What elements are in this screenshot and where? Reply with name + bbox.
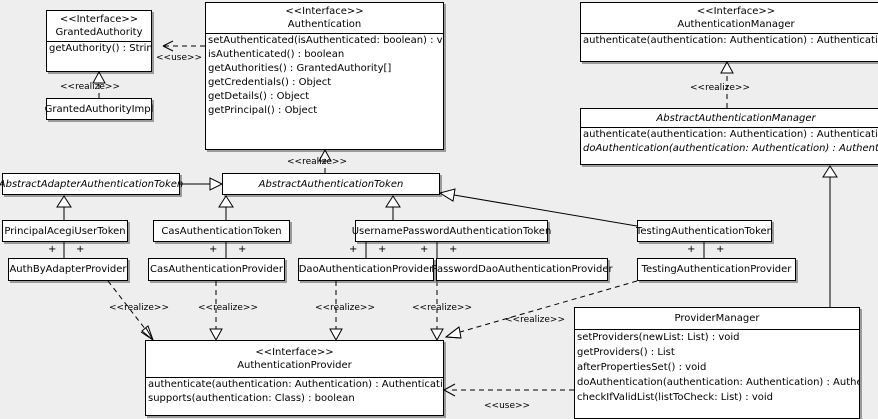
class-abstract-adapter-authentication-token[interactable]: AbstractAdapterAuthenticationToken — [0, 173, 184, 195]
class-granted-authority-impl-name: GrantedAuthorityImpl — [44, 103, 154, 115]
edge-label-realize-passworddaoprovider: <<realize>> — [412, 303, 472, 313]
divider — [146, 377, 443, 378]
edge-upatoken-extends-abstracttoken — [385, 195, 401, 220]
class-granted-authority-impl[interactable]: GrantedAuthorityImpl — [44, 98, 154, 120]
assoc-plus-mark: + — [687, 244, 696, 255]
edge-label-realize-testingprovider: <<realize>> — [505, 315, 565, 325]
class-authentication-stereotype: <<Interface>> — [285, 6, 364, 17]
operation: getProviders() : List — [577, 347, 675, 358]
operation: authenticate(authentication: Authenticat… — [148, 379, 443, 390]
assoc-plus-mark: + — [449, 244, 458, 255]
class-authentication-manager-name: AuthenticationManager — [677, 19, 795, 30]
class-granted-authority[interactable]: <<Interface>> GrantedAuthority getAuthor… — [46, 10, 152, 72]
class-abstract-authentication-manager-name: AbstractAuthenticationManager — [656, 113, 816, 124]
edge-providermanager-uses-authenticationprovider — [443, 383, 574, 397]
divider — [581, 127, 878, 128]
class-auth-by-adapter-provider-name: AuthByAdapterProvider — [9, 264, 127, 275]
class-authentication-provider-operations: authenticate(authentication: Authenticat… — [146, 378, 443, 406]
edge-label-realize-grantedauthority: <<realize>> — [60, 82, 120, 92]
edge-label-realize-daoprovider: <<realize>> — [315, 303, 375, 313]
class-abstract-authentication-manager-operations: authenticate(authentication: Authenticat… — [581, 128, 878, 156]
class-testing-authentication-provider-name: TestingAuthenticationProvider — [641, 264, 792, 275]
assoc-plus-mark: + — [48, 244, 57, 255]
class-authentication[interactable]: <<Interface>> Authentication setAuthenti… — [205, 2, 444, 150]
assoc-plus-mark: + — [238, 244, 247, 255]
class-testing-authentication-provider[interactable]: TestingAuthenticationProvider — [637, 258, 796, 281]
class-authentication-provider[interactable]: <<Interface>> AuthenticationProvider aut… — [145, 340, 444, 416]
class-cas-authentication-provider[interactable]: CasAuthenticationProvider — [148, 258, 285, 281]
class-authentication-provider-stereotype: <<Interface>> — [255, 347, 334, 358]
class-username-password-authentication-token-name: UsernamePasswordAuthenticationToken — [351, 225, 552, 237]
class-authentication-name: Authentication — [287, 19, 362, 30]
assoc-plus-mark: + — [378, 244, 387, 255]
operation: setProviders(newList: List) : void — [577, 332, 740, 343]
class-authentication-provider-name: AuthenticationProvider — [237, 360, 352, 371]
class-dao-authentication-provider[interactable]: DaoAuthenticationProvider — [298, 258, 434, 281]
operation: authenticate(authentication: Authenticat… — [583, 129, 878, 140]
class-cas-authentication-provider-name: CasAuthenticationProvider — [150, 264, 283, 275]
class-cas-authentication-token[interactable]: CasAuthenticationToken — [153, 220, 290, 242]
class-username-password-authentication-token[interactable]: UsernamePasswordAuthenticationToken — [351, 220, 552, 242]
divider — [47, 41, 151, 42]
edge-label-realize-authentication: <<realize>> — [287, 157, 347, 167]
class-provider-manager[interactable]: ProviderManager setProviders(newList: Li… — [574, 307, 860, 419]
operation: getAuthorities() : GrantedAuthority[] — [208, 63, 392, 74]
edge-label-realize-casprovider: <<realize>> — [198, 303, 258, 313]
class-testing-authentication-token-name: TestingAuthenticationToken — [635, 225, 774, 237]
class-password-dao-authentication-provider[interactable]: PasswordDaoAuthenticationProvider — [431, 258, 613, 281]
operation: authenticate(authentication: Authenticat… — [583, 35, 878, 46]
class-provider-manager-operations: setProviders(newList: List) : void getPr… — [575, 330, 859, 405]
class-authentication-operations: setAuthenticated(isAuthenticated: boolea… — [206, 34, 443, 118]
class-principal-acegi-user-token[interactable]: PrincipalAcegiUserToken — [2, 220, 128, 242]
edge-adaptertoken-extends-abstracttoken — [180, 177, 224, 191]
assoc-plus-mark: + — [349, 244, 358, 255]
class-abstract-authentication-manager[interactable]: AbstractAuthenticationManager authentica… — [580, 108, 878, 165]
operation: afterPropertiesSet() : void — [577, 362, 707, 373]
assoc-plus-mark: + — [420, 244, 429, 255]
divider — [575, 329, 859, 330]
operation: supports(authentication: Class) : boolea… — [148, 393, 355, 404]
class-granted-authority-name: GrantedAuthority — [55, 27, 143, 38]
edge-label-realize-authbyadapter: <<realize>> — [109, 303, 169, 313]
divider — [206, 33, 443, 34]
class-dao-authentication-provider-name: DaoAuthenticationProvider — [298, 264, 434, 275]
operation: getDetails() : Object — [208, 91, 310, 102]
edge-castoken-extends-abstracttoken — [218, 195, 234, 220]
class-testing-authentication-token[interactable]: TestingAuthenticationToken — [635, 220, 774, 242]
operation: getPrincipal() : Object — [208, 105, 318, 116]
edge-providermanager-extends-abstractmanager — [822, 165, 838, 307]
edge-label-use-bottom: <<use>> — [484, 401, 531, 411]
operation: checkIfValidList(listToCheck: List) : vo… — [577, 392, 774, 403]
class-authentication-manager-operations: authenticate(authentication: Authenticat… — [581, 34, 878, 48]
class-abstract-adapter-authentication-token-name: AbstractAdapterAuthenticationToken — [0, 178, 184, 190]
assoc-plus-mark: + — [716, 244, 725, 255]
operation: getAuthority() : String — [49, 43, 151, 54]
class-principal-acegi-user-token-name: PrincipalAcegiUserToken — [4, 225, 126, 237]
assoc-plus-mark: + — [209, 244, 218, 255]
class-authentication-manager-stereotype: <<Interface>> — [696, 6, 776, 17]
edge-label-use-top: <<use>> — [156, 53, 203, 63]
assoc-plus-mark: + — [76, 244, 85, 255]
edge-principaltoken-extends-adaptertoken — [56, 195, 72, 220]
divider — [581, 33, 878, 34]
edge-auth-uses-grantedauthority — [162, 40, 205, 52]
class-password-dao-authentication-provider-name: PasswordDaoAuthenticationProvider — [431, 264, 613, 275]
class-abstract-authentication-token-name: AbstractAuthenticationToken — [258, 178, 404, 190]
class-cas-authentication-token-name: CasAuthenticationToken — [161, 225, 282, 237]
edge-label-realize-manager: <<realize>> — [690, 83, 750, 93]
operation: setAuthenticated(isAuthenticated: boolea… — [208, 35, 443, 46]
class-auth-by-adapter-provider[interactable]: AuthByAdapterProvider — [8, 258, 128, 281]
operation: isAuthenticated() : boolean — [208, 49, 345, 60]
class-abstract-authentication-token[interactable]: AbstractAuthenticationToken — [222, 173, 440, 195]
operation: doAuthentication(authentication: Authent… — [583, 143, 878, 154]
operation: getCredentials() : Object — [208, 77, 332, 88]
class-authentication-manager[interactable]: <<Interface>> AuthenticationManager auth… — [580, 2, 878, 62]
class-provider-manager-name: ProviderManager — [674, 313, 760, 324]
class-granted-authority-stereotype: <<Interface>> — [59, 14, 139, 25]
operation: doAuthentication(authentication: Authent… — [577, 377, 859, 388]
class-granted-authority-operations: getAuthority() : String — [47, 42, 151, 56]
